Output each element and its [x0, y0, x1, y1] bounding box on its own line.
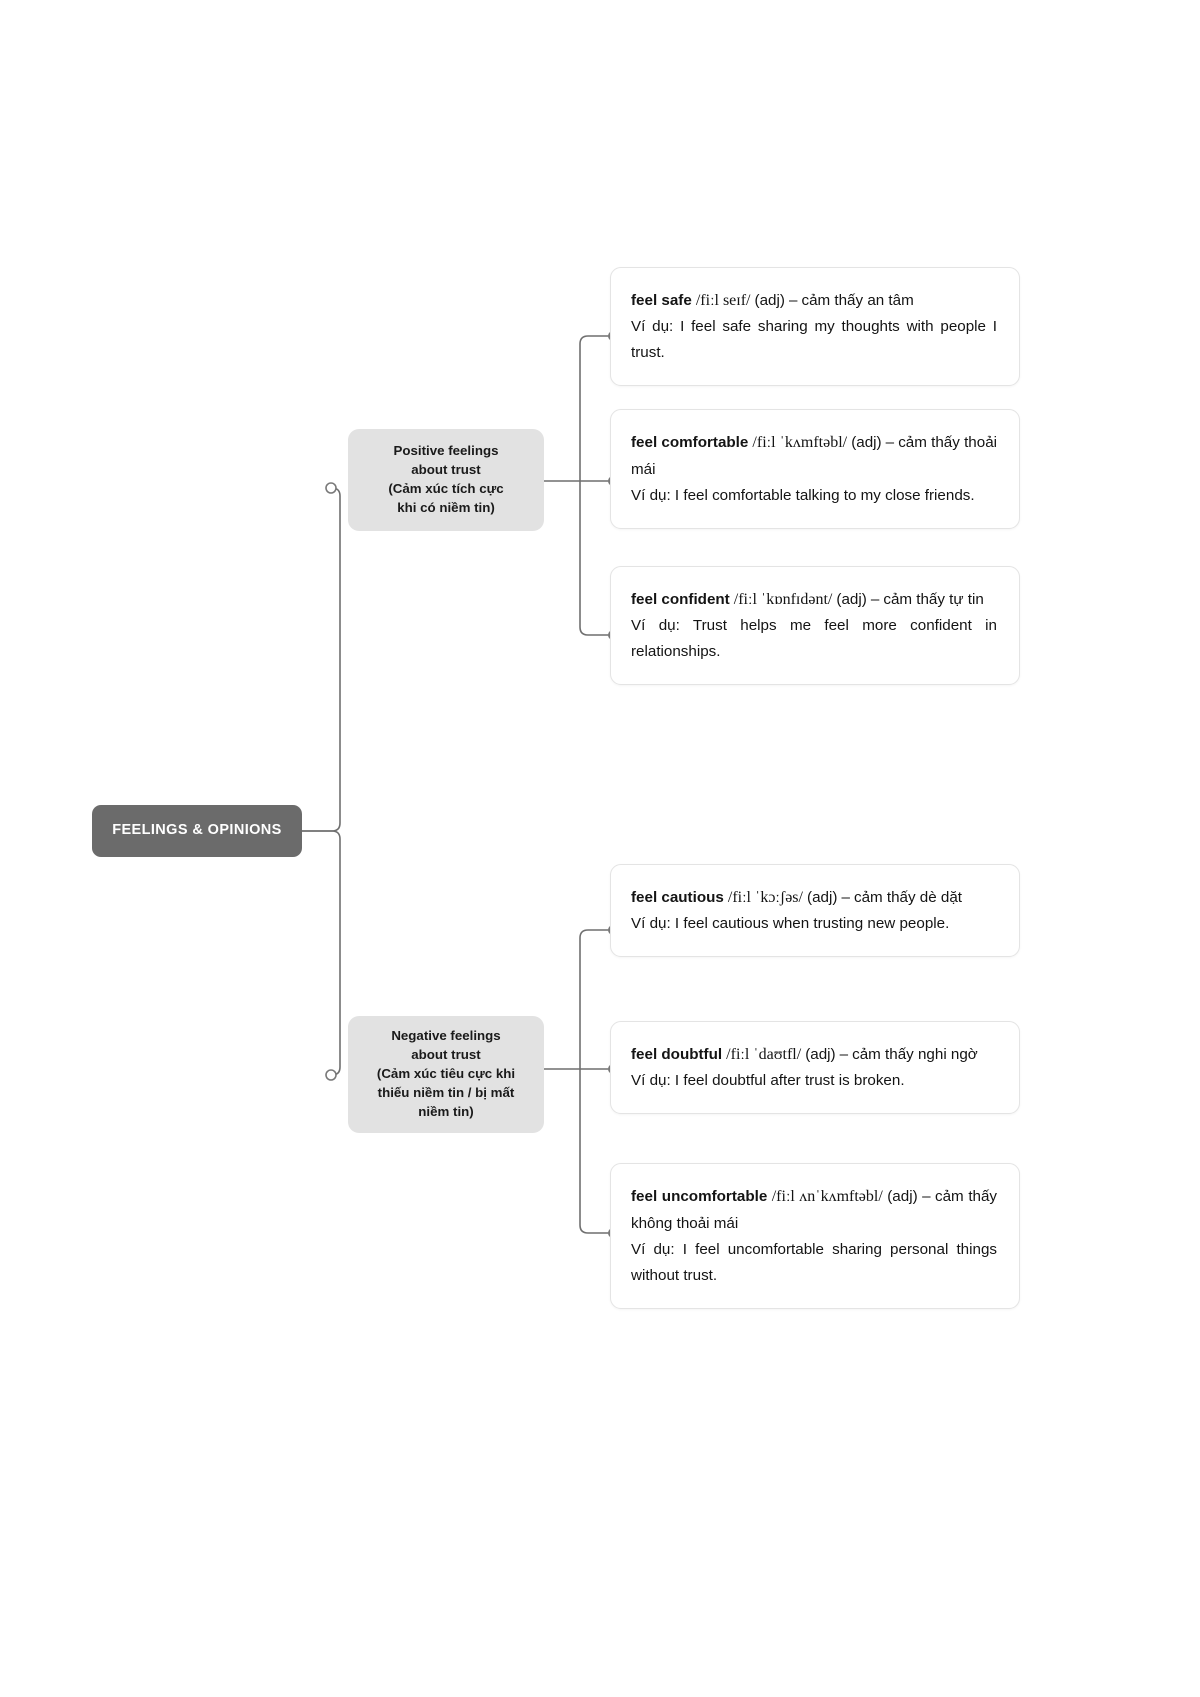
leaf-card-feel-cautious[interactable]: feel cautious /fiːl ˈkɔːʃəs/ (adj) – cảm… — [610, 864, 1020, 958]
leaf-example-line: Ví dụ: I feel uncomfortable sharing pers… — [631, 1237, 997, 1289]
leaf-definition-line: feel comfortable /fiːl ˈkʌmftəbl/ (adj) … — [631, 429, 997, 483]
vocab-ipa: /fiːl ˈdaʊtfl/ — [726, 1046, 802, 1063]
connector-positive-to-confident — [579, 481, 610, 636]
example-sentence: I feel safe sharing my thoughts with peo… — [631, 317, 997, 362]
example-sentence: I feel cautious when trusting new people… — [674, 914, 950, 932]
branch-node-positive-label: Positive feelings about trust (Cảm xúc t… — [388, 443, 504, 515]
example-label: Ví dụ: — [631, 616, 680, 634]
vocab-dash: – — [870, 591, 880, 608]
vocab-term: feel uncomfortable — [631, 1188, 768, 1205]
vocab-term: feel doubtful — [631, 1046, 723, 1063]
leaf-example-line: Ví dụ: I feel safe sharing my thoughts w… — [631, 314, 997, 366]
root-node-label: FEELINGS & OPINIONS — [112, 822, 282, 839]
vocab-vietnamese-meaning: cảm thấy không thoải mái — [631, 1188, 998, 1232]
connector-negative-to-cautious — [579, 929, 610, 1069]
leaf-example-line: Ví dụ: Trust helps me feel more confiden… — [631, 613, 997, 665]
vocab-vietnamese-meaning: cảm thấy nghi ngờ — [852, 1046, 978, 1063]
leaf-card-feel-comfortable[interactable]: feel comfortable /fiːl ˈkʌmftəbl/ (adj) … — [610, 409, 1020, 529]
vocab-dash: – — [788, 292, 798, 309]
vocab-dash: – — [839, 1046, 849, 1063]
leaf-example-line: Ví dụ: I feel doubtful after trust is br… — [631, 1068, 997, 1094]
leaf-card-feel-confident[interactable]: feel confident /fiːl ˈkɒnfɪdənt/ (adj) –… — [610, 566, 1020, 686]
example-sentence: I feel uncomfortable sharing personal th… — [631, 1240, 997, 1284]
vocab-dash: – — [841, 889, 850, 906]
vocab-vietnamese-meaning: cảm thấy dè dặt — [853, 889, 963, 906]
connector-root-trunk-lower — [302, 830, 341, 1076]
vocab-dash: – — [922, 1188, 931, 1205]
connector-node-negative — [325, 1069, 337, 1081]
vocab-part-of-speech: (adj) — [805, 1046, 836, 1063]
vocab-part-of-speech: (adj) — [836, 591, 867, 608]
branch-node-positive-feelings[interactable]: Positive feelings about trust (Cảm xúc t… — [348, 429, 544, 531]
vocab-term: feel confident — [631, 591, 730, 608]
leaf-card-feel-uncomfortable[interactable]: feel uncomfortable /fiːl ʌnˈkʌmftəbl/ (a… — [610, 1163, 1020, 1309]
vocab-part-of-speech: (adj) — [807, 889, 838, 906]
leaf-definition-line: feel confident /fiːl ˈkɒnfɪdənt/ (adj) –… — [631, 586, 997, 613]
vocab-vietnamese-meaning: cảm thấy an tâm — [801, 292, 914, 309]
vocab-ipa: /fiːl ˈkɒnfɪdənt/ — [733, 591, 833, 608]
connector-root-trunk — [302, 487, 341, 832]
vocab-part-of-speech: (adj) — [754, 292, 785, 309]
branch-node-negative-label: Negative feelings about trust (Cảm xúc t… — [376, 1028, 516, 1119]
vocab-ipa: /fiːl seɪf/ — [695, 292, 751, 309]
vocab-term: feel safe — [631, 292, 692, 309]
vocab-part-of-speech: (adj) — [851, 434, 882, 451]
vocab-vietnamese-meaning: cảm thấy thoải mái — [631, 434, 998, 478]
vocab-vietnamese-meaning: cảm thấy tự tin — [883, 591, 984, 608]
vocab-ipa: /fiːl ˈkɔːʃəs/ — [727, 889, 803, 906]
example-sentence: Trust helps me feel more confident in re… — [631, 616, 997, 661]
example-label: Ví dụ: — [631, 1240, 675, 1258]
example-label: Ví dụ: — [631, 1071, 671, 1089]
vocab-ipa: /fiːl ˈkʌmftəbl/ — [752, 434, 848, 451]
leaf-card-feel-safe[interactable]: feel safe /fiːl seɪf/ (adj) – cảm thấy a… — [610, 267, 1020, 387]
leaf-example-line: Ví dụ: I feel comfortable talking to my … — [631, 483, 997, 509]
leaf-definition-line: feel uncomfortable /fiːl ʌnˈkʌmftəbl/ (a… — [631, 1183, 997, 1237]
leaf-definition-line: feel cautious /fiːl ˈkɔːʃəs/ (adj) – cảm… — [631, 884, 997, 911]
leaf-card-feel-doubtful[interactable]: feel doubtful /fiːl ˈdaʊtfl/ (adj) – cảm… — [610, 1021, 1020, 1115]
example-label: Ví dụ: — [631, 486, 671, 504]
connector-positive-to-safe — [579, 335, 610, 481]
vocab-ipa: /fiːl ʌnˈkʌmftəbl/ — [771, 1188, 883, 1205]
connector-node-positive — [325, 482, 337, 494]
example-sentence: I feel doubtful after trust is broken. — [674, 1071, 905, 1089]
vocab-term: feel comfortable — [631, 434, 749, 451]
leaf-example-line: Ví dụ: I feel cautious when trusting new… — [631, 911, 997, 937]
vocab-part-of-speech: (adj) — [887, 1188, 918, 1205]
root-node[interactable]: FEELINGS & OPINIONS — [92, 805, 302, 857]
branch-node-negative-feelings[interactable]: Negative feelings about trust (Cảm xúc t… — [348, 1016, 544, 1133]
connector-negative-to-uncomfortable — [579, 1069, 610, 1234]
leaf-definition-line: feel doubtful /fiːl ˈdaʊtfl/ (adj) – cảm… — [631, 1041, 997, 1068]
example-label: Ví dụ: — [631, 317, 674, 335]
vocab-term: feel cautious — [631, 889, 724, 906]
example-label: Ví dụ: — [631, 914, 671, 932]
example-sentence: I feel comfortable talking to my close f… — [674, 486, 975, 504]
leaf-definition-line: feel safe /fiːl seɪf/ (adj) – cảm thấy a… — [631, 287, 997, 314]
vocab-dash: – — [885, 434, 895, 451]
